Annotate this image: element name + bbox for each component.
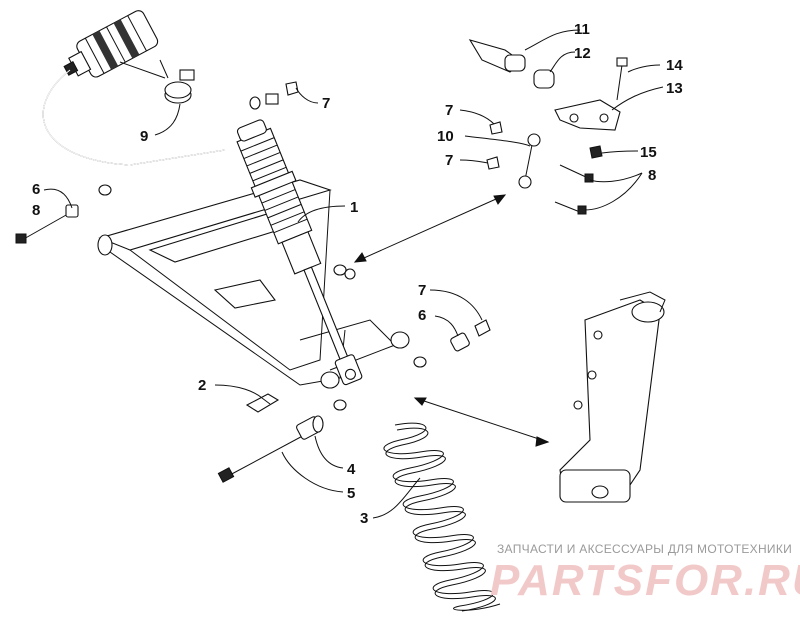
leader-lines <box>43 29 664 519</box>
left-bolt-spacer <box>15 184 112 244</box>
callout-6-right: 6 <box>418 307 426 324</box>
callout-14: 14 <box>666 57 683 74</box>
sway-bar-bushing <box>533 69 555 89</box>
lower-nut <box>245 393 280 413</box>
watermark-logo: PARTSFOR.RU <box>490 556 800 605</box>
sway-bar-link <box>518 133 541 189</box>
bracket-bolt <box>616 57 628 101</box>
callout-1: 1 <box>350 199 358 216</box>
callout-7-link-top: 7 <box>445 102 453 119</box>
shock-absorber <box>236 119 363 386</box>
upper-right-spacer-nut <box>450 319 491 352</box>
lower-spacer <box>296 415 324 440</box>
assembly-arrows <box>353 194 550 447</box>
lower-washers <box>333 356 427 411</box>
callout-13: 13 <box>666 80 683 97</box>
callout-3: 3 <box>360 510 368 527</box>
callout-4: 4 <box>347 461 356 478</box>
callout-15: 15 <box>640 144 657 161</box>
mid-washer <box>333 264 356 280</box>
a-arm <box>97 179 410 389</box>
callout-2: 2 <box>198 377 206 394</box>
sway-bar-end <box>468 39 526 73</box>
watermark-tagline: ЗАПЧАСТИ И АКСЕССУАРЫ ДЛЯ МОТОТЕХНИКИ <box>497 542 792 556</box>
sway-bar-bracket <box>554 99 621 131</box>
callout-8-left: 8 <box>32 202 40 219</box>
callout-10: 10 <box>437 128 454 145</box>
upper-mount-hardware <box>249 81 299 110</box>
callout-7-link-bottom: 7 <box>445 152 453 169</box>
link-nuts <box>486 121 503 170</box>
callout-7-right: 7 <box>418 282 426 299</box>
callout-6-left: 6 <box>32 181 40 198</box>
coil-spring <box>383 422 501 612</box>
callout-9: 9 <box>140 128 148 145</box>
callout-11: 11 <box>574 21 590 38</box>
callout-7-upper: 7 <box>322 95 330 112</box>
link-bolts <box>554 164 594 215</box>
watermark: ЗАПЧАСТИ И АКСЕССУАРЫ ДЛЯ МОТОТЕХНИКИ PA… <box>490 542 800 605</box>
callout-8-right: 8 <box>648 167 656 184</box>
callout-5: 5 <box>347 485 355 502</box>
bracket-nut <box>589 145 603 159</box>
hose-clamp <box>119 59 195 104</box>
lower-mount-bolt <box>217 431 311 483</box>
steering-spindle <box>559 291 666 503</box>
shock-reservoir <box>42 10 226 166</box>
callout-12: 12 <box>574 45 591 62</box>
